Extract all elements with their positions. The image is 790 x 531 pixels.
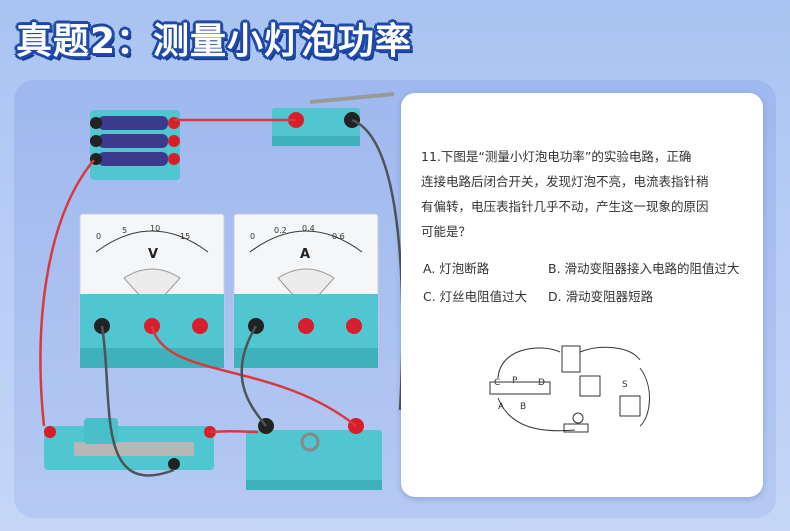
voltmeter-tick: 0 xyxy=(96,232,102,241)
ammeter-tick: 0.6 xyxy=(332,232,345,241)
option-d: D. 滑动变阻器短路 xyxy=(548,289,654,304)
option-b: B. 滑动变阻器接入电路的阻值过大 xyxy=(548,261,740,276)
page-title: 真题2：测量小灯泡功率 xyxy=(16,21,413,62)
question-line: 11.下图是“测量小灯泡电功率”的实验电路，正确 xyxy=(421,149,692,164)
voltmeter-tick: 5 xyxy=(122,226,128,235)
ammeter-tick: 0.4 xyxy=(302,224,315,233)
sketch-label-b: B xyxy=(520,402,527,412)
ammeter-symbol: A xyxy=(300,247,311,262)
ammeter-tick: 0 xyxy=(250,232,256,241)
option-c: C. 灯丝电阻值过大 xyxy=(423,289,528,304)
sliding-rheostat xyxy=(44,418,216,470)
bulb-holder xyxy=(246,418,382,490)
circuit-apparatus-illustration xyxy=(39,92,404,490)
circuit-sketch-figure xyxy=(489,345,650,433)
question-line: 连接电路后闭合开关，发现灯泡不亮，电流表指针稍 xyxy=(421,174,709,189)
option-a: A. 灯泡断路 xyxy=(423,261,490,276)
sketch-label-c: C xyxy=(494,378,501,388)
question-text: 11.下图是“测量小灯泡电功率”的实验电路，正确 连接电路后闭合开关，发现灯泡不… xyxy=(421,144,761,244)
question-line: 可能是？ xyxy=(421,224,472,239)
voltmeter xyxy=(79,213,225,368)
question-line: 有偏转，电压表指针几乎不动，产生这一现象的原因 xyxy=(421,199,709,214)
question-card xyxy=(401,93,763,497)
voltmeter-tick: 15 xyxy=(180,232,191,241)
connecting-wires xyxy=(39,118,404,477)
ammeter xyxy=(233,213,379,368)
knife-switch xyxy=(272,92,395,146)
sketch-label-a: A xyxy=(498,402,505,412)
ammeter-tick: 0.2 xyxy=(274,226,287,235)
sketch-label-s: S xyxy=(622,380,628,390)
sketch-label-p: P xyxy=(512,376,518,386)
voltmeter-symbol: V xyxy=(148,247,159,262)
sketch-label-d: D xyxy=(538,378,545,388)
voltmeter-tick: 10 xyxy=(150,224,161,233)
battery-pack xyxy=(90,110,180,180)
